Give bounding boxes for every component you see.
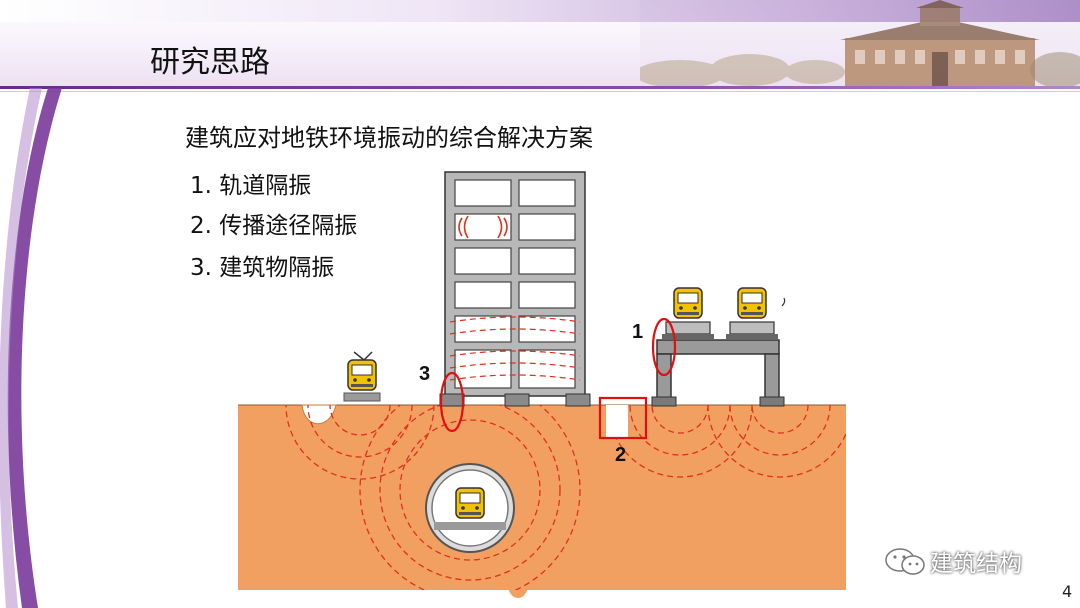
surface-tram	[343, 351, 381, 402]
isolation-markers	[439, 317, 677, 440]
list-item-track-isolation: 1. 轨道隔振	[190, 173, 312, 199]
ground-vibration-waves	[285, 405, 846, 590]
header-divider	[0, 86, 1080, 89]
elevated-train-2-icon	[737, 287, 767, 319]
marker-3-ellipse	[439, 371, 465, 433]
surface-tram-icon	[347, 359, 377, 391]
room-vibration-waves	[458, 215, 508, 239]
main-hall	[840, 0, 1040, 86]
elevated-train-1-icon	[673, 287, 703, 319]
marker-label-3: 3	[419, 363, 430, 385]
ground-soil	[238, 404, 846, 598]
building-frame	[439, 171, 591, 407]
tree-silhouettes	[640, 54, 845, 88]
left-swoosh-decoration	[0, 88, 62, 608]
wechat-icon	[885, 548, 925, 575]
list-item-building-isolation: 3. 建筑物隔振	[190, 255, 335, 281]
isolation-trench	[606, 405, 628, 437]
marker-label-2: 2	[615, 444, 626, 466]
campus-building-image	[640, 0, 1080, 88]
header-divider-thin	[0, 91, 1080, 92]
marker-label-1: 1	[632, 321, 643, 343]
elevated-viaduct	[651, 321, 785, 407]
subtitle: 建筑应对地铁环境振动的综合解决方案	[185, 124, 593, 152]
page-title: 研究思路	[150, 45, 270, 80]
marker-2-box	[598, 396, 648, 440]
marker-1-ellipse	[651, 317, 677, 377]
building-vibration-waves	[449, 316, 581, 381]
watermark-text: 建筑结构	[930, 551, 1022, 577]
tunnel-train-icon	[455, 487, 485, 519]
list-item-path-isolation: 2. 传播途径隔振	[190, 213, 358, 239]
page-number: 4	[1062, 582, 1073, 601]
